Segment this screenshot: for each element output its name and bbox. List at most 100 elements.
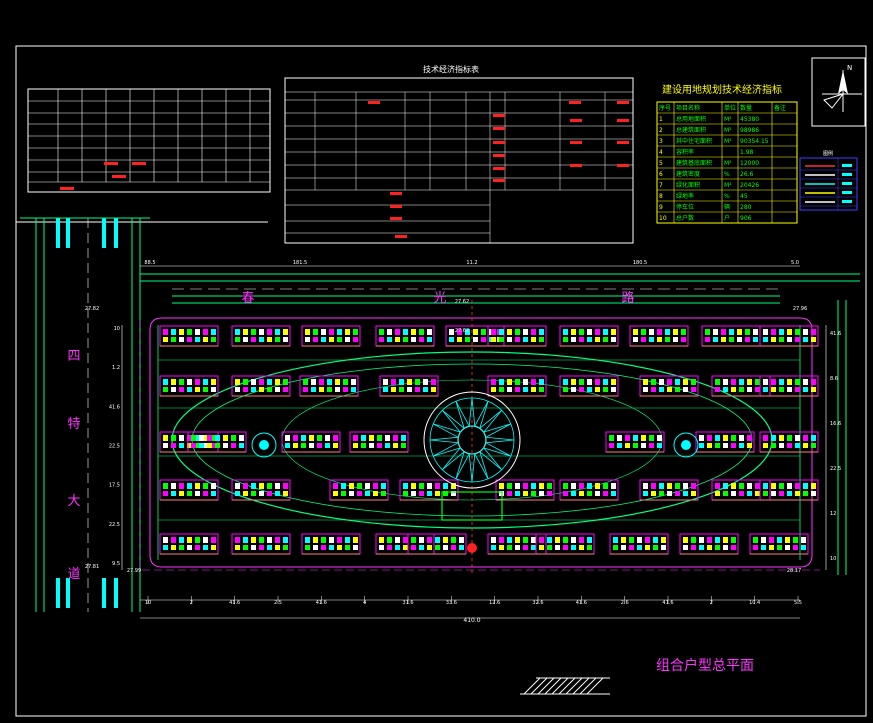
residential-building <box>629 325 689 347</box>
residential-building <box>187 431 247 453</box>
outer-frame <box>15 45 867 717</box>
road-name-char: 特 <box>67 417 80 432</box>
dimension-label: 1.2 <box>112 365 120 371</box>
table-cell: 户 <box>724 214 730 222</box>
table-cell: % <box>724 193 730 200</box>
residential-building <box>559 479 619 501</box>
dimension-label: 31.6 <box>402 600 413 606</box>
residential-building <box>349 431 409 453</box>
dimension-label: 2 <box>190 600 193 606</box>
residential-building <box>711 375 771 397</box>
dimension-label: 4 <box>363 600 366 606</box>
table-cell: 7 <box>659 182 663 189</box>
table-cell: 总用地面积 <box>676 115 706 123</box>
dimension-label: 41.6 <box>316 600 327 606</box>
drawing-title: 组合户型总平面 <box>656 657 754 674</box>
residential-building <box>159 325 219 347</box>
dimension-label: 5.5 <box>794 600 802 606</box>
table-cell: 12000 <box>740 160 759 167</box>
dimension-label: 33.6 <box>446 600 457 606</box>
table-cell: 总户数 <box>676 214 694 222</box>
dimension-label: 8.6 <box>830 376 838 382</box>
table-cell: M² <box>724 138 732 145</box>
table-cell: 建筑基底面积 <box>676 159 712 167</box>
table-cell: 绿地率 <box>676 192 694 200</box>
dimension-label: 22.5 <box>830 466 841 472</box>
table-cell: 20426 <box>740 182 759 189</box>
residential-building <box>609 533 669 555</box>
table-header-cell: 序号 <box>659 104 671 112</box>
table-cell: M² <box>724 182 732 189</box>
road-name-char: 四 <box>67 349 80 364</box>
dimension-label: 16.6 <box>830 421 841 427</box>
residential-building <box>749 533 809 555</box>
residential-building <box>759 431 819 453</box>
residential-building <box>375 325 435 347</box>
table-cell: 6 <box>659 171 663 178</box>
dimension-label: 88.5 <box>144 260 155 266</box>
dimension-label: 32.6 <box>532 600 543 606</box>
residential-building <box>231 375 291 397</box>
road-name-char: 大 <box>67 494 80 509</box>
table-cell: 45380 <box>740 116 759 123</box>
residential-building <box>711 479 771 501</box>
residential-building <box>379 375 439 397</box>
table-cell: 26.6 <box>740 171 754 178</box>
residential-building <box>559 325 619 347</box>
dimension-label: 22.5 <box>109 444 120 450</box>
dimension-label: 22.5 <box>109 522 120 528</box>
dimension-label: 180.5 <box>633 260 647 266</box>
dimension-label: 10 <box>145 600 151 606</box>
central-plaza <box>423 391 521 489</box>
table-cell: 其中住宅面积 <box>676 137 712 145</box>
residential-building <box>231 533 291 555</box>
table-cell: % <box>724 171 730 178</box>
residential-building <box>605 431 665 453</box>
residential-building <box>407 533 467 555</box>
residential-building <box>639 479 699 501</box>
residential-building <box>399 479 459 501</box>
elevation-label: 27.62 <box>455 328 469 334</box>
residential-building <box>559 375 619 397</box>
elevation-label: 27.81 <box>85 564 99 570</box>
table-cell: 4 <box>659 149 663 156</box>
unit-area-table <box>27 88 271 193</box>
residential-building <box>231 479 291 501</box>
north-label: N <box>847 64 852 72</box>
table-cell: 8 <box>659 193 663 200</box>
table-header-cell: 备注 <box>774 104 786 112</box>
road-name-char: 道 <box>67 567 80 582</box>
residential-building <box>159 375 219 397</box>
elevation-label: 28.17 <box>787 568 801 574</box>
residential-building <box>487 375 547 397</box>
table-cell: 辆 <box>724 203 730 211</box>
table-cell: 90354.15 <box>740 138 769 145</box>
residential-building <box>159 533 219 555</box>
table-cell: 绿化面积 <box>676 181 700 189</box>
table-cell: 2 <box>659 127 663 134</box>
residential-building <box>679 533 739 555</box>
land-use-table-title: 建设用地规划技术经济指标 <box>662 83 782 96</box>
dimension-label: 10.4 <box>749 600 760 606</box>
table-cell: 10 <box>659 215 667 222</box>
legend-title: 图例 <box>823 150 833 157</box>
table-cell: 总建筑面积 <box>676 126 706 134</box>
residential-building <box>299 375 359 397</box>
road-name-char: 春 <box>241 291 254 306</box>
dimension-label: 12 <box>830 511 836 517</box>
table-cell: 45 <box>740 193 748 200</box>
road-name-char: 路 <box>621 290 634 306</box>
residential-building <box>759 325 819 347</box>
residential-building <box>487 325 547 347</box>
dimension-label: 9.5 <box>112 561 120 567</box>
table-cell: M² <box>724 116 732 123</box>
table-cell: 建筑密度 <box>676 170 700 178</box>
table-cell: 906 <box>740 215 752 222</box>
table-cell: 1.98 <box>740 149 754 156</box>
title-hatch <box>520 677 610 695</box>
table-cell: M² <box>724 127 732 134</box>
residential-building <box>535 533 595 555</box>
residential-building <box>701 325 761 347</box>
